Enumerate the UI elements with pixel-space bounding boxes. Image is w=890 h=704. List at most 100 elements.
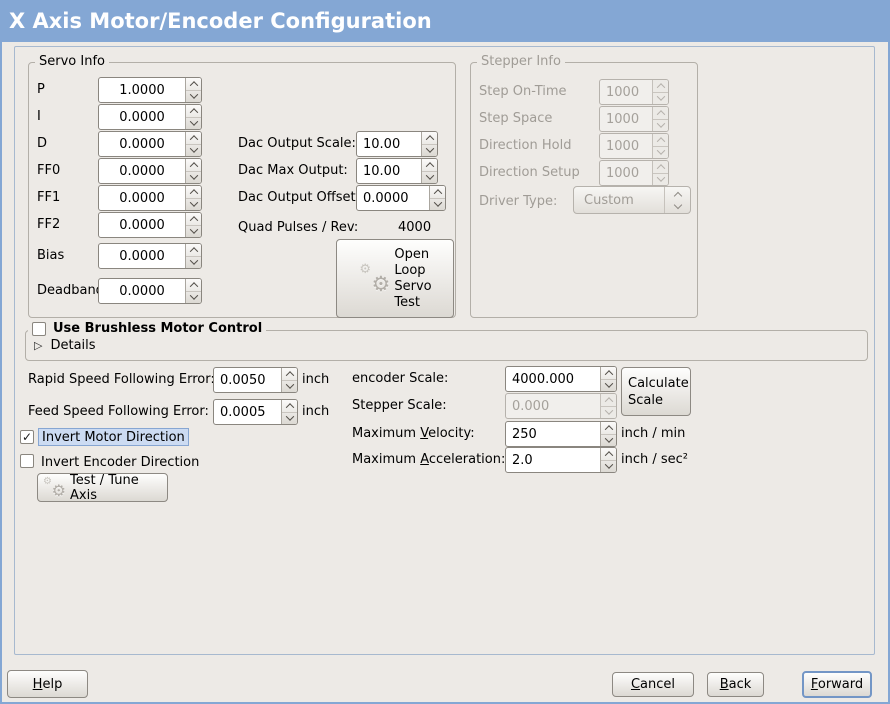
use-brushless-checkbox[interactable] <box>32 321 46 336</box>
step-on-time-input <box>600 80 652 104</box>
deadband-spinbox[interactable] <box>98 278 202 304</box>
rapid-following-error-spinbox[interactable] <box>213 367 298 393</box>
bias-spinbox[interactable] <box>98 243 202 269</box>
dac-max-output-spinbox[interactable] <box>356 158 438 184</box>
ff1-input[interactable] <box>99 186 185 210</box>
dac-output-offset-spinbox[interactable] <box>356 185 446 211</box>
spin-down-icon[interactable] <box>282 411 297 425</box>
spin-up-icon[interactable] <box>186 105 201 117</box>
invert-encoder-checkbox[interactable] <box>20 454 34 468</box>
invert-encoder-label[interactable]: Invert Encoder Direction <box>41 455 200 470</box>
spin-up-icon[interactable] <box>430 186 445 198</box>
maximum-velocity-spinbox[interactable] <box>505 421 617 447</box>
dac-max-output-label: Dac Max Output: <box>238 163 348 178</box>
spinner <box>185 186 201 210</box>
spin-up-icon[interactable] <box>601 448 616 460</box>
p-input[interactable] <box>99 78 185 102</box>
i-spinbox[interactable] <box>98 104 202 130</box>
spin-up-icon[interactable] <box>282 400 297 412</box>
rapid-following-error-label: Rapid Speed Following Error: <box>28 372 215 387</box>
rapid-following-error-input[interactable] <box>214 368 281 392</box>
ff1-spinbox[interactable] <box>98 185 202 211</box>
spin-up-icon[interactable] <box>601 367 616 379</box>
spin-down-icon[interactable] <box>601 433 616 447</box>
spin-down-icon[interactable] <box>430 197 445 211</box>
invert-motor-checkbox[interactable]: ✓ <box>20 430 34 444</box>
spin-up-icon[interactable] <box>422 159 437 171</box>
spin-down-icon[interactable] <box>186 224 201 238</box>
spin-up-icon[interactable] <box>186 213 201 225</box>
forward-button[interactable]: Forward <box>802 671 872 698</box>
quad-pulses-label: Quad Pulses / Rev: <box>238 220 359 235</box>
help-button[interactable]: Help <box>7 670 88 698</box>
spin-down-icon[interactable] <box>422 143 437 157</box>
spin-up-icon[interactable] <box>186 78 201 90</box>
calculate-scale-label: Calculate Scale <box>628 375 689 408</box>
direction-hold-input <box>600 134 652 158</box>
encoder-scale-input[interactable] <box>506 367 600 391</box>
dac-max-output-input[interactable] <box>357 159 421 183</box>
maximum-velocity-input[interactable] <box>506 422 600 446</box>
back-button[interactable]: Back <box>707 672 764 697</box>
spin-up-icon[interactable] <box>186 279 201 291</box>
spin-up-icon[interactable] <box>601 422 616 434</box>
spin-up-icon[interactable] <box>282 368 297 380</box>
spin-down-icon <box>653 91 668 105</box>
spin-up-icon[interactable] <box>186 132 201 144</box>
d-label: D <box>37 136 48 151</box>
direction-setup-input <box>600 161 652 185</box>
dac-output-offset-input[interactable] <box>357 186 429 210</box>
spin-up-icon[interactable] <box>422 132 437 144</box>
ff1-label: FF1 <box>37 190 61 205</box>
p-spinbox[interactable] <box>98 77 202 103</box>
spinner <box>600 422 616 446</box>
dac-output-scale-spinbox[interactable] <box>356 131 438 157</box>
spin-down-icon[interactable] <box>601 459 616 473</box>
spin-down-icon[interactable] <box>186 116 201 130</box>
spin-up-icon[interactable] <box>186 186 201 198</box>
spinner <box>281 368 297 392</box>
ff2-input[interactable] <box>99 213 185 237</box>
feed-following-error-unit: inch <box>302 404 330 419</box>
spin-down-icon[interactable] <box>186 170 201 184</box>
calculate-scale-button[interactable]: Calculate Scale <box>621 367 691 416</box>
spin-down-icon[interactable] <box>186 89 201 103</box>
spin-down-icon[interactable] <box>186 255 201 269</box>
bias-input[interactable] <box>99 244 185 268</box>
spin-down-icon[interactable] <box>601 378 616 392</box>
spin-down-icon[interactable] <box>186 290 201 304</box>
d-spinbox[interactable] <box>98 131 202 157</box>
maximum-acceleration-unit: inch / sec² <box>621 452 689 467</box>
invert-motor-label[interactable]: Invert Motor Direction <box>38 428 189 446</box>
feed-following-error-label: Feed Speed Following Error: <box>28 404 209 419</box>
driver-type-select: Custom <box>573 186 691 214</box>
deadband-input[interactable] <box>99 279 185 303</box>
spin-down-icon[interactable] <box>186 143 201 157</box>
ff0-input[interactable] <box>99 159 185 183</box>
open-loop-servo-test-button[interactable]: ⚙⚙ Open Loop Servo Test <box>336 239 454 318</box>
encoder-scale-spinbox[interactable] <box>505 366 617 392</box>
spin-up-icon[interactable] <box>186 244 201 256</box>
encoder-scale-label: encoder Scale: <box>352 371 449 386</box>
spin-down-icon[interactable] <box>186 197 201 211</box>
details-label: Details <box>50 338 96 353</box>
feed-following-error-input[interactable] <box>214 400 281 424</box>
spin-down-icon[interactable] <box>422 170 437 184</box>
maximum-acceleration-spinbox[interactable] <box>505 447 617 473</box>
ff2-spinbox[interactable] <box>98 212 202 238</box>
cancel-button[interactable]: Cancel <box>612 672 694 697</box>
test-tune-axis-button[interactable]: ⚙⚙ Test / Tune Axis <box>37 472 168 503</box>
ff0-spinbox[interactable] <box>98 158 202 184</box>
spin-down-icon[interactable] <box>282 379 297 393</box>
maximum-acceleration-label: Maximum Acceleration: <box>352 452 506 467</box>
d-input[interactable] <box>99 132 185 156</box>
dac-output-scale-input[interactable] <box>357 132 421 156</box>
spin-up-icon[interactable] <box>186 159 201 171</box>
maximum-acceleration-input[interactable] <box>506 448 600 472</box>
step-on-time-label: Step On-Time <box>479 84 567 99</box>
i-input[interactable] <box>99 105 185 129</box>
details-expander[interactable]: ▷ Details <box>34 338 96 353</box>
test-tune-axis-label: Test / Tune Axis <box>70 472 139 503</box>
direction-hold-spinbox <box>599 133 669 159</box>
feed-following-error-spinbox[interactable] <box>213 399 298 425</box>
